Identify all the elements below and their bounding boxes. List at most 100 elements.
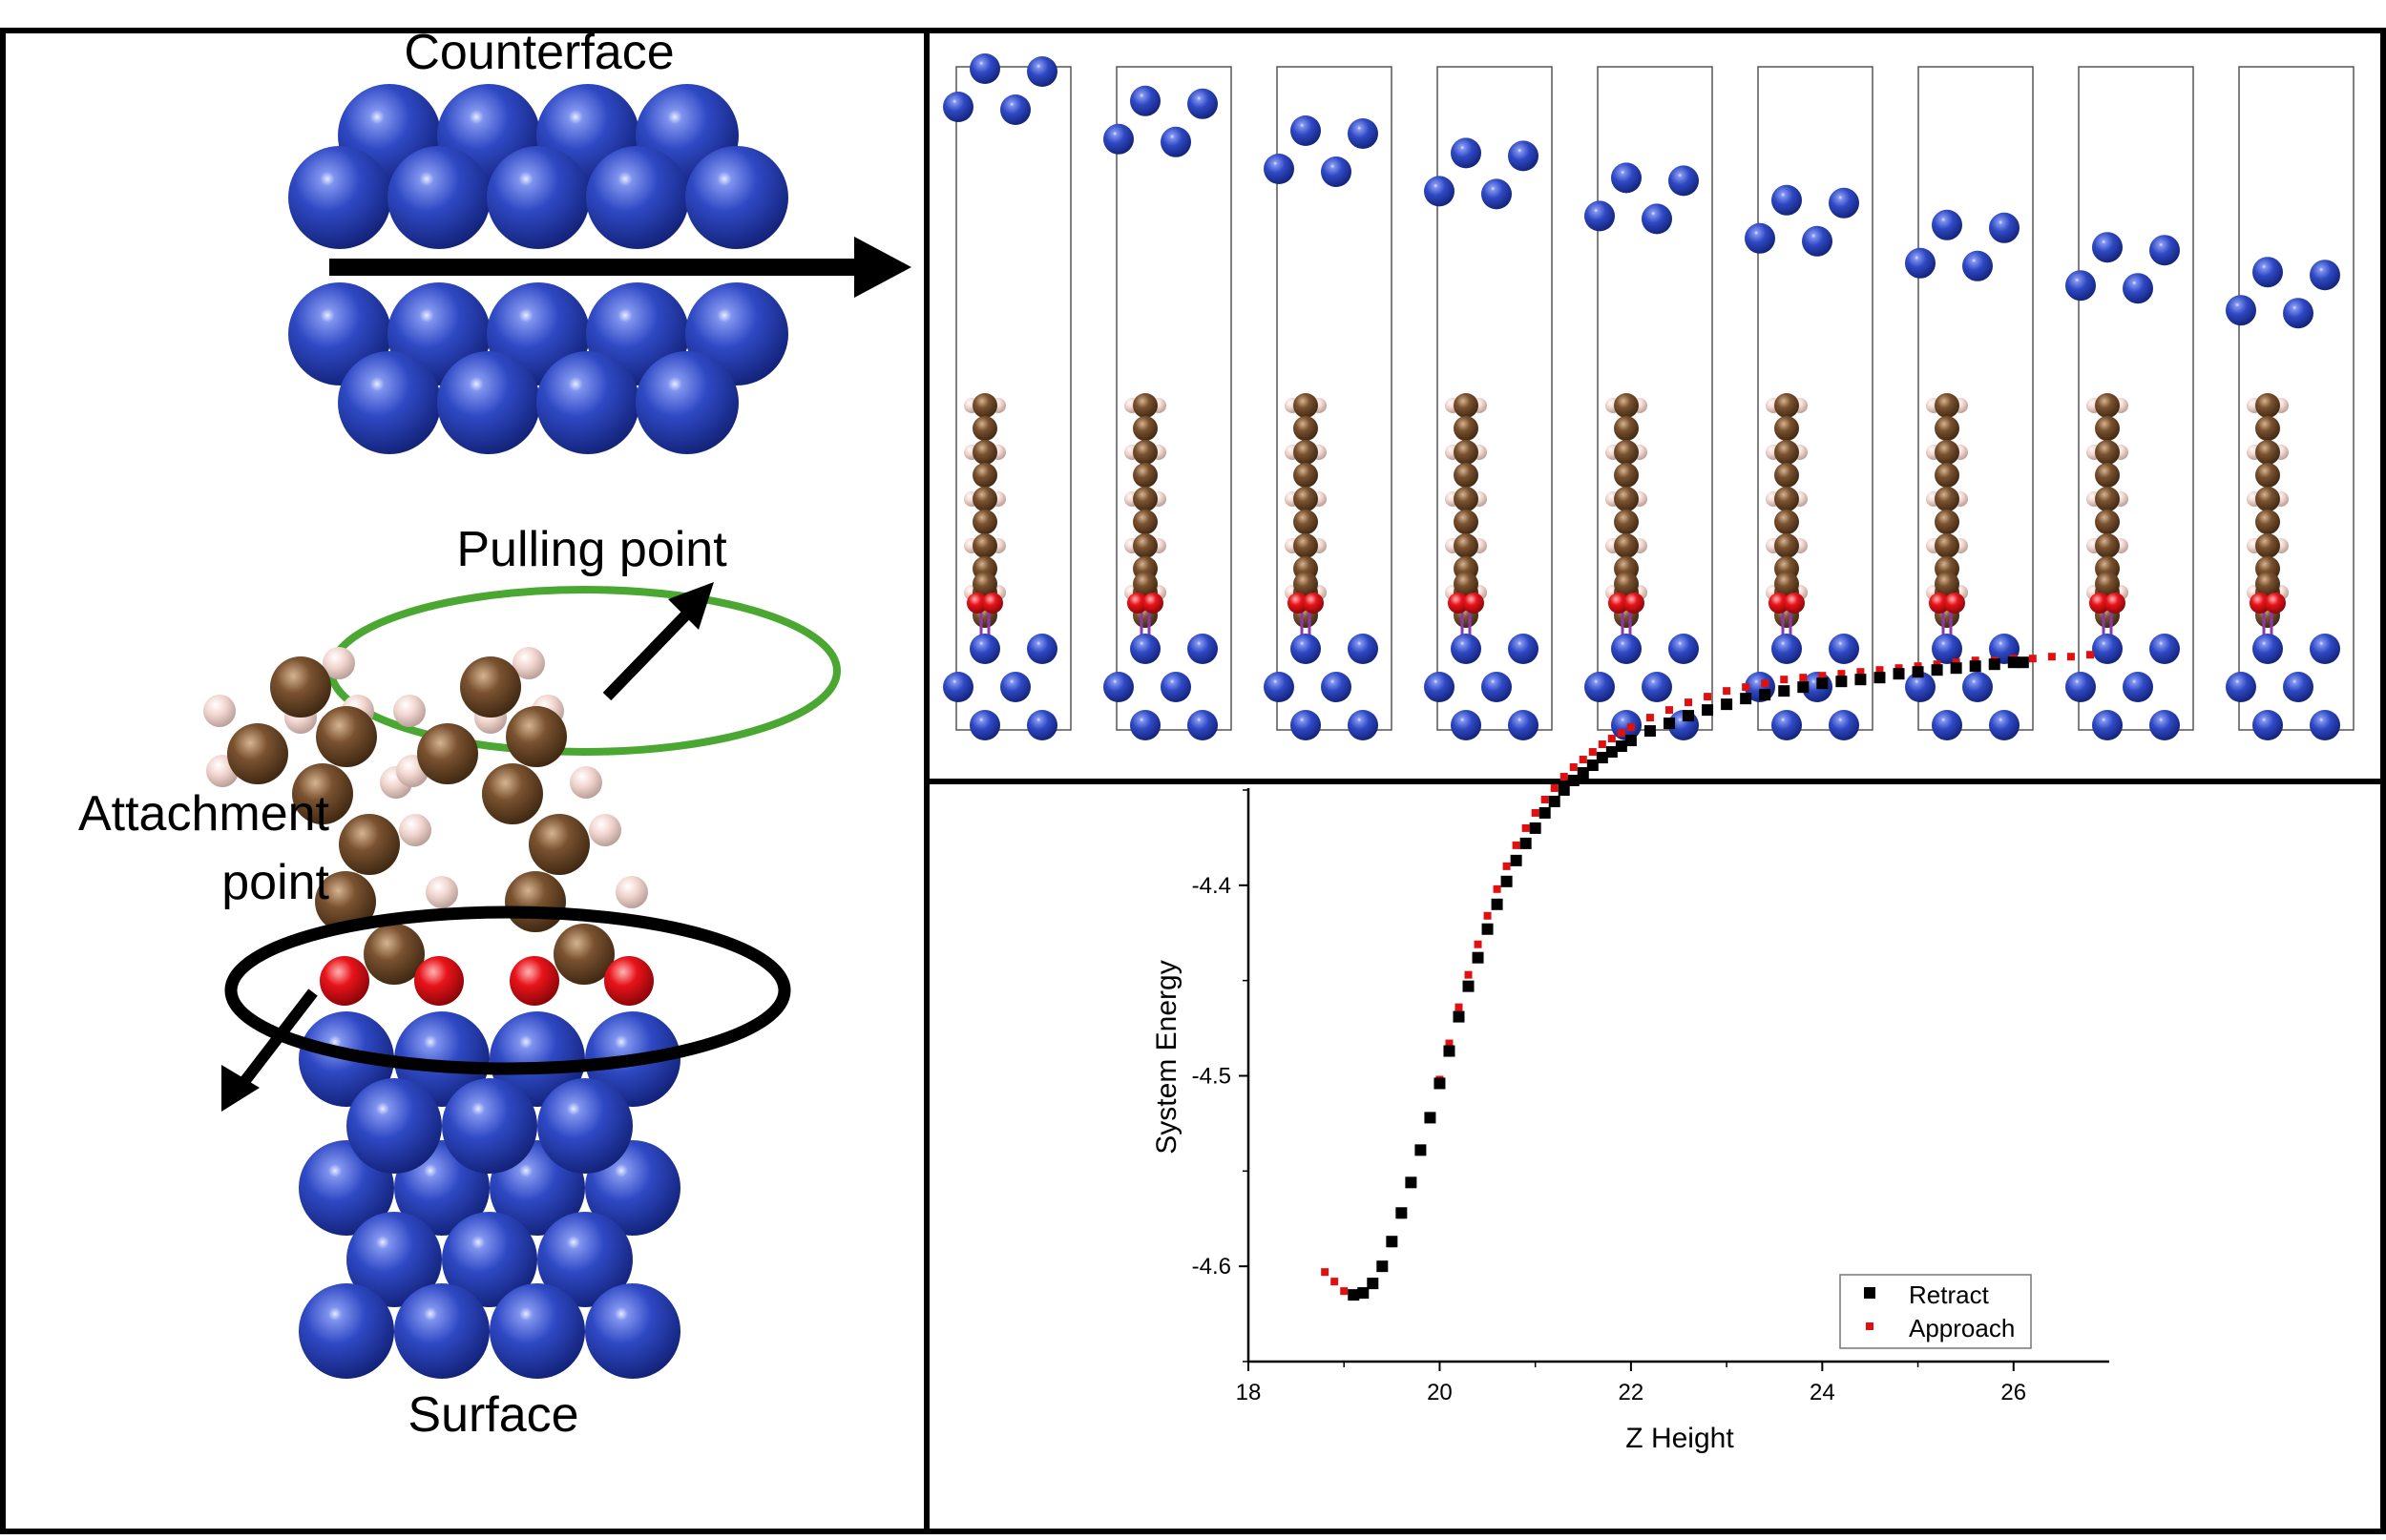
hydrogen-atom	[399, 814, 431, 846]
snapshot-oxygen-atom	[2265, 593, 2286, 614]
snapshot-surface-atom	[1771, 634, 1802, 664]
retract-point	[1357, 1287, 1370, 1300]
retract-point	[1759, 689, 1771, 701]
snapshot-carbon-atom	[1614, 510, 1639, 534]
surface-atom	[346, 1078, 442, 1174]
snapshot-counterface-atom	[2149, 235, 2180, 266]
hydrogen-atom	[323, 647, 355, 679]
approach-point	[1455, 1003, 1463, 1011]
snapshot-surface-atom	[2065, 672, 2096, 702]
simulation-cell-outline	[1436, 66, 1553, 731]
snapshot-surface-atom	[1451, 710, 1481, 740]
snapshot-carbon-atom	[1774, 463, 1799, 488]
snapshot-counterface-atom	[1000, 94, 1031, 125]
snapshot-surface-atom	[1027, 634, 1057, 664]
snapshot-counterface-atom	[1424, 176, 1455, 207]
snapshot-carbon-atom	[1774, 440, 1799, 465]
snapshot-counterface-atom	[2310, 260, 2340, 291]
approach-point	[1340, 1287, 1349, 1296]
carbon-atom	[364, 924, 425, 985]
hydrogen-atom	[589, 814, 621, 846]
simulation-cell-outline	[1757, 66, 1873, 731]
snapshot-counterface-atom	[1451, 137, 1481, 169]
approach-point	[2028, 655, 2037, 663]
snapshot-counterface-atom	[1130, 85, 1161, 116]
snapshot-surface-atom	[1000, 672, 1031, 702]
snapshot-carbon-atom	[973, 463, 997, 488]
snapshot-surface-atom	[1932, 710, 1962, 740]
snapshot-surface-atom	[1508, 634, 1538, 664]
retract-point	[1624, 735, 1637, 747]
counterface-atom	[437, 351, 540, 454]
snapshot-counterface-atom	[1829, 187, 1859, 219]
snapshot-frame	[1584, 66, 1713, 740]
approach-point	[1512, 841, 1520, 849]
snapshot-carbon-atom	[1614, 440, 1639, 465]
approach-point	[1330, 1278, 1339, 1286]
snapshot-carbon-atom	[2095, 533, 2120, 558]
snapshot-surface-atom	[1962, 672, 1993, 702]
snapshot-frames	[943, 53, 2355, 740]
snapshot-carbon-atom	[1774, 393, 1799, 418]
simulation-cell-outline	[1917, 66, 2034, 731]
x-tick-label: 22	[1619, 1380, 1644, 1405]
legend-approach-label: Approach	[1909, 1314, 2015, 1342]
simulation-cell-outline	[2078, 66, 2194, 731]
snapshot-frame	[1424, 66, 1553, 740]
retract-point	[1988, 658, 2000, 671]
snapshot-surface-atom	[1348, 634, 1378, 664]
snapshot-carbon-atom	[1293, 533, 1318, 558]
snapshot-carbon-atom	[1454, 440, 1478, 465]
retract-point	[1643, 725, 1656, 738]
approach-point	[1559, 773, 1568, 781]
snapshot-counterface-atom	[1802, 225, 1832, 257]
carbon-atom	[554, 924, 615, 985]
snapshot-carbon-atom	[1133, 416, 1158, 441]
retract-point	[1500, 875, 1513, 887]
snapshot-oxygen-atom	[1769, 593, 1790, 614]
snapshot-oxygen-atom	[1142, 593, 1163, 614]
retract-point	[1405, 1176, 1417, 1189]
snapshot-counterface-atom	[1642, 203, 1672, 235]
y-tick-label: -4.6	[1192, 1254, 1231, 1280]
snapshot-carbon-atom	[1774, 510, 1799, 534]
snapshot-carbon-atom	[1454, 487, 1478, 511]
pulling-point-ellipse	[327, 586, 841, 756]
snapshot-carbon-atom	[1293, 487, 1318, 511]
approach-point	[1521, 823, 1530, 832]
snapshot-counterface-atom	[1103, 123, 1134, 155]
snapshot-carbon-atom	[1454, 393, 1478, 418]
snapshot-surface-atom	[2149, 710, 2180, 740]
snapshot-oxygen-atom	[1944, 593, 1965, 614]
series-retract	[1348, 656, 2029, 1301]
snapshot-carbon-atom	[1774, 487, 1799, 511]
snapshot-surface-atom	[2283, 672, 2313, 702]
snapshot-oxygen-atom	[2104, 593, 2125, 614]
counterface-atom	[536, 351, 639, 454]
retract-point	[1816, 677, 1829, 690]
snapshot-carbon-atom	[2255, 416, 2280, 441]
snapshot-counterface-atom	[970, 53, 1000, 84]
retract-point	[1367, 1278, 1379, 1290]
snapshot-oxygen-atom	[1127, 593, 1148, 614]
carbon-atom	[506, 706, 567, 767]
legend-retract-label: Retract	[1909, 1280, 1990, 1309]
retract-point	[1386, 1236, 1398, 1248]
approach-point	[1761, 679, 1769, 688]
approach-point	[1493, 884, 1501, 893]
retract-point	[1931, 664, 1943, 676]
snapshot-surface-atom	[1829, 634, 1859, 664]
simulation-cell-outline	[2238, 66, 2355, 731]
retract-point	[1778, 685, 1790, 697]
approach-point	[1483, 911, 1492, 920]
snapshot-surface-atom	[1771, 710, 1802, 740]
snapshot-surface-atom	[1103, 672, 1134, 702]
snapshot-carbon-atom	[2255, 440, 2280, 465]
snapshot-surface-atom	[970, 710, 1000, 740]
snapshot-surface-atom	[1611, 634, 1642, 664]
carbon-atom	[227, 723, 288, 784]
snapshot-surface-atom	[1424, 672, 1455, 702]
snapshot-carbon-atom	[1774, 416, 1799, 441]
